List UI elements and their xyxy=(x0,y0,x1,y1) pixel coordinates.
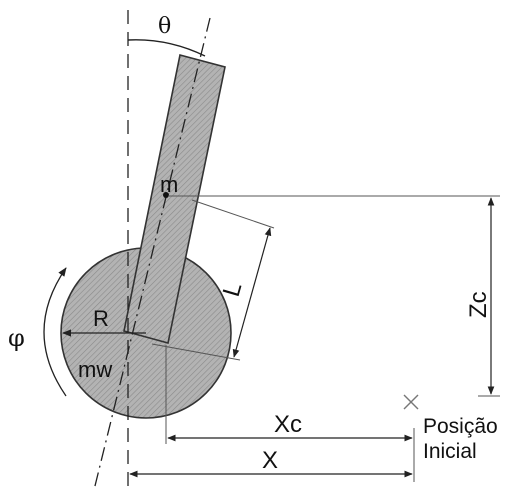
initial-position-marker xyxy=(403,394,419,410)
mw-label: mw xyxy=(78,357,112,382)
r-label: R xyxy=(93,306,109,331)
initial-position-label-line2: Inicial xyxy=(423,440,477,463)
phi-label: φ xyxy=(8,324,25,352)
xc-label: Xc xyxy=(274,411,302,438)
mass-point xyxy=(163,192,169,198)
pendulum-axis-line xyxy=(93,17,211,491)
l-extension-top xyxy=(191,199,275,229)
l-extension-bottom xyxy=(151,343,241,361)
m-label: m xyxy=(160,172,178,197)
initial-position-label-line1: Posição xyxy=(423,415,498,438)
pendulum-rod xyxy=(123,54,226,344)
phi-rotation-arrow xyxy=(43,267,67,397)
l-dimension-line xyxy=(232,227,272,358)
x-label: X xyxy=(262,447,278,474)
theta-label: θ xyxy=(158,14,171,39)
theta-arc xyxy=(127,39,206,57)
zc-label: Zc xyxy=(465,291,492,318)
